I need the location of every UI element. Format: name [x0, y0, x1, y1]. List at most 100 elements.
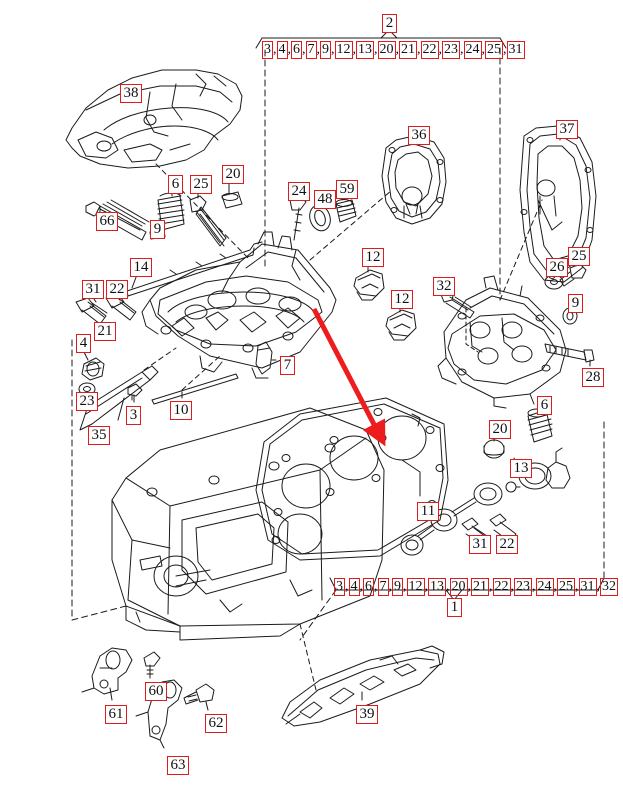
leader-4 — [83, 351, 89, 361]
callout-60: 60 — [145, 682, 167, 701]
leader-63 — [159, 739, 165, 749]
group-number-separator: , — [532, 579, 536, 594]
callout-22: 22 — [496, 535, 518, 554]
group-number-separator: , — [460, 42, 464, 57]
group-callout-1: 1 — [447, 598, 462, 617]
part-59-threaded-bush — [335, 199, 357, 223]
guide-block-to-39 — [299, 623, 317, 691]
group-number-separator: , — [403, 579, 407, 594]
group-number-separator: , — [316, 42, 321, 57]
part-31-dowel-pin — [75, 297, 108, 325]
callout-12: 12 — [362, 248, 384, 267]
callout-4: 4 — [76, 334, 91, 353]
group-number-3: 3 — [334, 578, 345, 596]
group-number-separator: , — [446, 579, 450, 594]
engine-block — [111, 407, 385, 641]
cylinder-head-right — [437, 275, 567, 409]
callout-38: 38 — [120, 84, 142, 103]
group-number-separator: , — [481, 42, 486, 57]
part-61-bracket — [81, 647, 133, 695]
part-3-bolt-small — [127, 383, 143, 403]
group-number-24: 24 — [535, 578, 554, 596]
group-number-24: 24 — [463, 41, 482, 59]
bottom-group-row: 3,4,6,7,9,12,13,20,21,22,23,24,25,31,32 — [334, 578, 618, 596]
part-12-bracket-lower — [385, 309, 417, 341]
callout-12: 12 — [391, 290, 413, 309]
top-group-row: 3,4,6,7,9,12,13,20,21,22,23,24,25,31 — [262, 41, 525, 59]
callout-22: 22 — [106, 280, 128, 299]
callout-6: 6 — [168, 175, 183, 194]
callout-9: 9 — [568, 294, 583, 313]
group-number-25: 25 — [485, 41, 503, 59]
callout-31: 31 — [82, 280, 104, 299]
group-number-12: 12 — [406, 578, 425, 596]
guide-36-to-head — [309, 189, 393, 261]
part-20-seal-cap — [221, 191, 243, 209]
group-number-separator: , — [553, 579, 558, 594]
group-number-6: 6 — [363, 578, 374, 596]
callout-66: 66 — [96, 212, 118, 231]
group-number-13: 13 — [428, 578, 446, 596]
group-number-9: 9 — [320, 41, 331, 59]
group-number-31: 31 — [578, 578, 597, 596]
group-number-separator: , — [352, 42, 357, 57]
bracket-top-right — [499, 37, 507, 49]
callout-25: 25 — [190, 175, 212, 194]
group-number-separator: , — [417, 42, 421, 57]
callout-62: 62 — [205, 714, 227, 733]
part-4-cam-bearing — [81, 357, 105, 381]
group-number-7: 7 — [305, 41, 317, 59]
callout-26: 26 — [546, 258, 568, 277]
group-number-separator: , — [575, 579, 579, 594]
group-number-separator: , — [287, 42, 292, 57]
group-number-22: 22 — [420, 41, 439, 59]
callout-7: 7 — [280, 356, 295, 375]
group-number-6: 6 — [291, 41, 302, 59]
group-number-21: 21 — [471, 578, 489, 596]
group-number-separator: , — [596, 579, 601, 594]
group-number-separator: , — [345, 579, 349, 594]
group-number-12: 12 — [334, 41, 353, 59]
callout-20: 20 — [222, 165, 244, 184]
group-number-separator: , — [273, 42, 277, 57]
callout-10: 10 — [170, 401, 192, 420]
group-number-separator: , — [331, 42, 335, 57]
group-number-13: 13 — [356, 41, 374, 59]
bracket-bottom-right — [597, 577, 605, 591]
group-number-separator: , — [359, 579, 364, 594]
callout-35: 35 — [88, 426, 110, 445]
part-62-bolt — [183, 683, 215, 705]
group-number-21: 21 — [399, 41, 417, 59]
callout-59: 59 — [336, 180, 358, 199]
part-10-gasket-rail — [151, 373, 239, 405]
callout-63: 63 — [167, 756, 189, 775]
cylinder-head-left — [141, 231, 337, 379]
group-number-separator: , — [467, 579, 472, 594]
part-12-bracket-upper — [353, 269, 385, 301]
part-28-bolt — [544, 343, 595, 363]
group-number-20: 20 — [449, 578, 468, 596]
group-number-22: 22 — [492, 578, 511, 596]
callout-37: 37 — [556, 120, 578, 139]
callout-36: 36 — [408, 126, 430, 145]
group-number-separator: , — [395, 42, 400, 57]
leader-62 — [205, 701, 209, 711]
leader-61 — [109, 687, 113, 701]
callout-25: 25 — [568, 247, 590, 266]
callout-9: 9 — [150, 220, 165, 239]
callout-48: 48 — [314, 190, 336, 209]
group-number-separator: , — [438, 42, 443, 57]
callout-20: 20 — [489, 420, 511, 439]
group-number-31: 31 — [506, 41, 525, 59]
group-number-separator: , — [510, 579, 515, 594]
head-gasket-pointer-arrow — [311, 307, 386, 447]
part-39-oil-baffle — [281, 645, 445, 727]
bracket-bottom-left — [329, 577, 337, 591]
group-number-25: 25 — [557, 578, 575, 596]
callout-28: 28 — [582, 368, 604, 387]
group-number-separator: , — [302, 42, 306, 57]
group-number-4: 4 — [348, 578, 360, 596]
group-number-20: 20 — [377, 41, 396, 59]
